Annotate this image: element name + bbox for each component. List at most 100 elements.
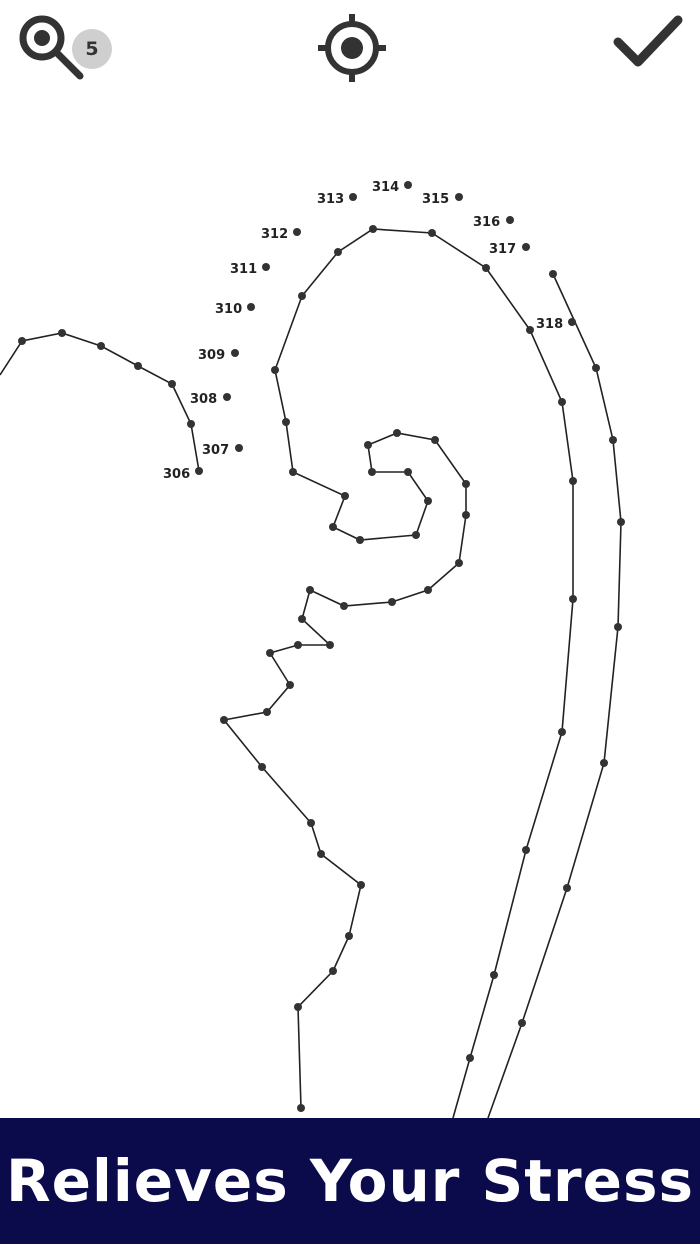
dot-number-label: 317 xyxy=(489,242,516,257)
connected-dot xyxy=(404,468,412,476)
connected-dot xyxy=(558,398,566,406)
connected-dot xyxy=(424,586,432,594)
numbered-dot[interactable] xyxy=(231,349,239,357)
connected-dot xyxy=(462,480,470,488)
connected-dot xyxy=(549,270,557,278)
numbered-dot[interactable] xyxy=(568,318,576,326)
numbered-dot[interactable] xyxy=(506,216,514,224)
dot-number-label: 316 xyxy=(473,215,500,230)
connected-dot xyxy=(334,248,342,256)
connected-dot xyxy=(526,326,534,334)
connected-dot xyxy=(282,418,290,426)
done-button[interactable] xyxy=(612,12,684,72)
connected-dot xyxy=(482,264,490,272)
connected-dot xyxy=(58,329,66,337)
connected-dot xyxy=(393,429,401,437)
connected-dot xyxy=(592,364,600,372)
dot-number-label: 306 xyxy=(163,467,190,482)
locate-button[interactable] xyxy=(316,12,388,84)
connected-dot xyxy=(357,881,365,889)
promo-banner: Relieves Your Stress xyxy=(0,1118,700,1244)
numbered-dot[interactable] xyxy=(522,243,530,251)
dot-number-label: 307 xyxy=(202,443,229,458)
connected-dot xyxy=(329,523,337,531)
top-toolbar: 5 xyxy=(0,0,700,100)
connected-dot xyxy=(455,559,463,567)
numbered-dot[interactable] xyxy=(404,181,412,189)
banner-text: Relieves Your Stress xyxy=(5,1147,695,1215)
hint-button[interactable]: 5 xyxy=(18,12,112,84)
connected-dot xyxy=(569,595,577,603)
connected-line-3 xyxy=(487,273,622,1118)
connected-dot xyxy=(368,468,376,476)
connected-dot xyxy=(462,511,470,519)
connected-dot xyxy=(431,436,439,444)
connected-dot xyxy=(369,225,377,233)
connected-dot xyxy=(263,708,271,716)
hint-count-badge: 5 xyxy=(72,29,112,69)
connected-dot xyxy=(271,366,279,374)
connected-dot xyxy=(356,536,364,544)
connected-dot xyxy=(294,1003,302,1011)
locate-target-icon xyxy=(318,14,386,82)
numbered-dot[interactable] xyxy=(262,263,270,271)
connected-dot xyxy=(600,759,608,767)
connected-dot xyxy=(490,971,498,979)
numbered-dot[interactable] xyxy=(455,193,463,201)
connected-dot xyxy=(569,477,577,485)
connected-line-1 xyxy=(0,332,200,472)
connected-dot xyxy=(307,819,315,827)
connected-dot xyxy=(97,342,105,350)
connected-dot xyxy=(294,641,302,649)
dot-number-label: 313 xyxy=(317,192,344,207)
numbered-dot[interactable] xyxy=(247,303,255,311)
connected-dot xyxy=(220,716,228,724)
connected-dot xyxy=(258,763,266,771)
connected-dot xyxy=(522,846,530,854)
connected-dot xyxy=(614,623,622,631)
connected-dot xyxy=(187,420,195,428)
connected-dot xyxy=(298,292,306,300)
connected-dot xyxy=(388,598,396,606)
numbered-dot[interactable] xyxy=(293,228,301,236)
dot-number-label: 308 xyxy=(190,392,217,407)
connected-dot xyxy=(412,531,420,539)
connected-dot xyxy=(341,492,349,500)
connected-dot xyxy=(617,518,625,526)
numbered-dot[interactable] xyxy=(223,393,231,401)
connected-dot xyxy=(424,497,432,505)
connected-dot xyxy=(18,337,26,345)
connected-dot xyxy=(558,728,566,736)
connected-dot xyxy=(609,436,617,444)
numbered-dot[interactable] xyxy=(349,193,357,201)
magnifier-hint-icon xyxy=(19,15,84,80)
connected-dot xyxy=(134,362,142,370)
connected-dot xyxy=(428,229,436,237)
dot-number-label: 318 xyxy=(536,317,563,332)
connected-dot xyxy=(306,586,314,594)
dot-number-label: 312 xyxy=(261,227,288,242)
connected-dot xyxy=(297,1104,305,1112)
numbered-dot[interactable] xyxy=(235,444,243,452)
checkmark-icon xyxy=(613,15,683,67)
dot-number-label: 309 xyxy=(198,348,225,363)
connected-dot xyxy=(266,649,274,657)
connected-dot xyxy=(326,641,334,649)
connected-dot xyxy=(345,932,353,940)
connected-dot xyxy=(340,602,348,610)
connected-dot xyxy=(317,850,325,858)
connected-dot xyxy=(563,884,571,892)
connected-dot xyxy=(518,1019,526,1027)
connected-dot xyxy=(289,468,297,476)
connected-line-2 xyxy=(222,228,574,1118)
dot-number-label: 314 xyxy=(372,180,399,195)
connected-dot xyxy=(195,467,203,475)
connected-dot xyxy=(298,615,306,623)
connected-dot xyxy=(364,441,372,449)
connected-dot xyxy=(329,967,337,975)
dot-number-label: 315 xyxy=(422,192,449,207)
connected-dot xyxy=(168,380,176,388)
connected-dot xyxy=(466,1054,474,1062)
dot-number-label: 311 xyxy=(230,262,257,277)
